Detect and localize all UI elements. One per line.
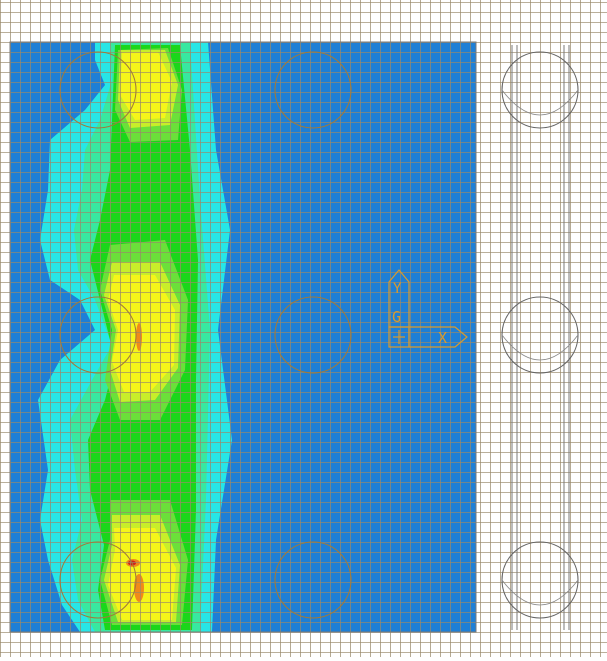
circle-column-outline-icon <box>59 51 137 129</box>
beam-edge-lines <box>511 45 570 630</box>
column-supports <box>59 51 579 619</box>
circle-column-outline-icon <box>59 296 137 374</box>
origin-box <box>388 326 410 348</box>
circle-column-outline-icon <box>274 296 352 374</box>
column-capital-arc <box>501 334 579 361</box>
g-axis-label: G <box>392 308 401 326</box>
x-axis-label: X <box>438 329 447 347</box>
column-capital-arc <box>501 579 579 606</box>
circle-column-outline-icon <box>59 541 137 619</box>
y-axis-label: Y <box>393 281 402 297</box>
contour-band-yellow-low <box>108 528 176 620</box>
axis-triad[interactable]: Y G X <box>388 269 468 348</box>
contour-hotspot-mid <box>136 323 142 351</box>
unloaded-slab-region <box>476 42 607 632</box>
unloaded-panel-fill <box>476 42 607 632</box>
contour-band-yellow <box>120 52 172 120</box>
circle-column-outline-icon <box>274 51 352 129</box>
circle-column-outline-icon <box>274 541 352 619</box>
stress-contour-fill <box>10 42 476 632</box>
slab-outline <box>9 41 477 633</box>
column-capital-arc <box>501 89 579 116</box>
